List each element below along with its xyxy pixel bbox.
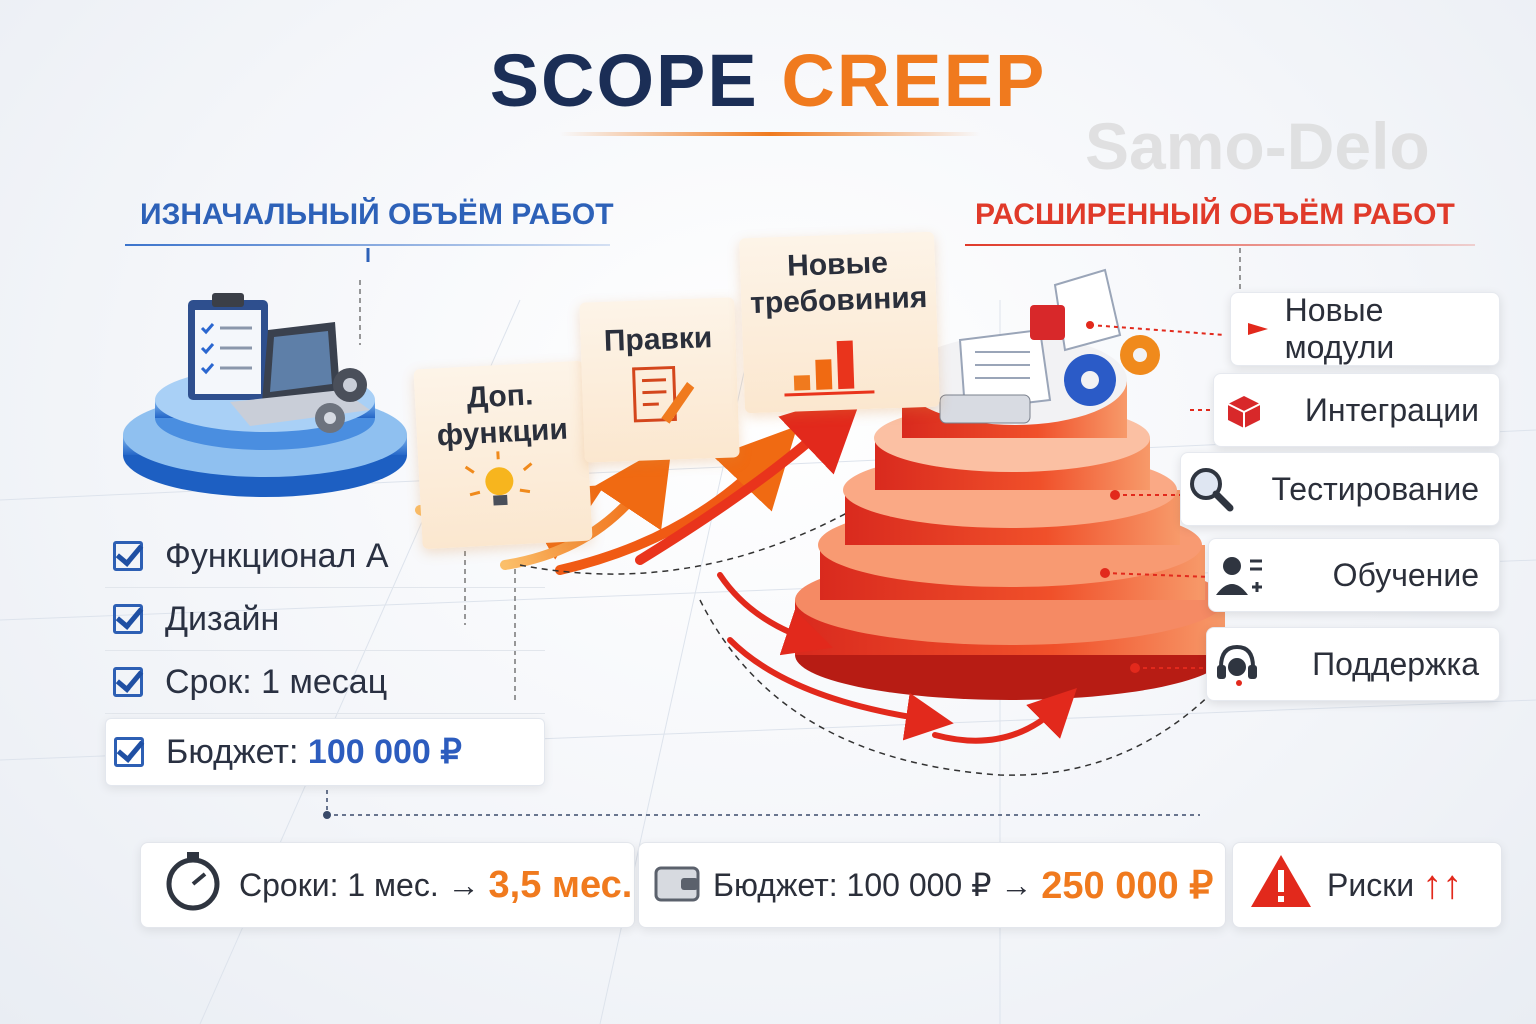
cube-icon — [1214, 388, 1274, 432]
initial-scope-checklist: Функционал А Дизайн Срок: 1 месац Бюджет… — [105, 525, 545, 786]
checkbox-icon — [113, 541, 143, 571]
initial-scope-heading: ИЗНАЧАЛЬНЫЙ ОБЪЁМ РАБОТ — [140, 198, 614, 231]
checkbox-icon — [114, 737, 144, 767]
lightbulb-icon — [464, 451, 533, 506]
item-label: Новые модули — [1284, 292, 1395, 365]
extended-platform — [795, 335, 1225, 700]
stopwatch-icon — [163, 850, 223, 920]
arrow-marker-icon — [1231, 317, 1285, 341]
headset-icon — [1207, 641, 1267, 687]
list-item: Дизайн — [105, 588, 545, 651]
summary-risks: Риски ↑↑ — [1232, 842, 1502, 928]
item-label: Интеграции — [1304, 391, 1479, 428]
time-value: 3,5 мес. — [488, 863, 633, 906]
extended-item-integrations: Интеграции — [1213, 373, 1500, 447]
extended-item-training: Обучение — [1208, 538, 1500, 612]
modules-objects-icon — [939, 268, 1160, 424]
step-extra-features: Доп. функции — [413, 360, 593, 550]
warning-icon — [1249, 852, 1313, 918]
step-label: Доп. функции — [436, 378, 569, 453]
title-underline — [560, 132, 980, 136]
budget-change-label: Бюджет: 100 000 ₽ → — [713, 867, 1033, 903]
step-label: Новые требовиния — [749, 246, 928, 321]
budget-value: 100 000 ₽ — [307, 733, 462, 771]
title-part2: CREEP — [781, 39, 1047, 122]
list-item: Функционал А — [105, 525, 545, 588]
checkbox-icon — [113, 604, 143, 634]
item-label: Тестирование — [1271, 470, 1479, 507]
extended-scope-rule — [965, 244, 1475, 246]
time-label: Сроки: 1 мес. → — [239, 866, 480, 903]
item-label: Поддержка — [1312, 645, 1479, 682]
budget-change-value: 250 000 ₽ — [1041, 864, 1214, 907]
initial-scope-rule — [125, 244, 610, 246]
list-item: Срок: 1 месац — [105, 651, 545, 714]
item-label: Обучение — [1332, 556, 1479, 593]
rising-arrows-icon: ↑↑ — [1422, 862, 1463, 907]
user-add-icon — [1209, 553, 1269, 597]
growth-chart-icon — [784, 340, 875, 397]
clipboard-laptop-icon — [188, 293, 370, 433]
item-label: Срок: 1 месац — [165, 662, 388, 701]
extended-item-new-modules: Новые модули — [1230, 292, 1500, 366]
step-revisions: Правки — [579, 297, 740, 463]
summary-budget: Бюджет: 100 000 ₽ → 250 000 ₽ — [638, 842, 1226, 928]
extended-item-support: Поддержка — [1206, 627, 1500, 701]
item-label: Дизайн — [165, 599, 280, 638]
step-label: Правки — [603, 321, 713, 358]
watermark: Samo-Delo — [1085, 109, 1430, 183]
extended-item-testing: Тестирование — [1180, 452, 1500, 526]
title-part1: SCOPE — [489, 39, 759, 122]
edit-document-icon — [632, 365, 695, 424]
step-new-requirements: Новые требовиния — [739, 231, 940, 414]
magnifier-icon — [1181, 464, 1241, 514]
summary-time: Сроки: 1 мес. → 3,5 мес. — [140, 842, 635, 928]
item-label: Функционал А — [165, 536, 389, 575]
wallet-icon — [653, 858, 701, 912]
checkbox-icon — [113, 667, 143, 697]
budget-label: Бюджет: — [166, 732, 299, 771]
extended-scope-heading: РАСШИРЕННЫЙ ОБЪЁМ РАБОТ — [975, 198, 1455, 231]
list-item-budget: Бюджет: 100 000 ₽ — [105, 718, 545, 786]
risks-label: Риски — [1327, 866, 1415, 903]
page-title: SCOPE CREEP — [0, 38, 1536, 123]
